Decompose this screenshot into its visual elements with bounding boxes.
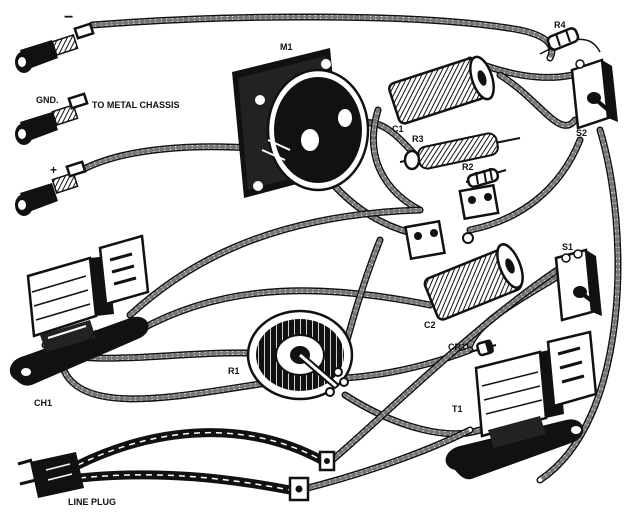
line-plug (17, 452, 84, 498)
wire-neg-to-r4 (88, 13, 556, 62)
label-line-plug: LINE PLUG (68, 497, 116, 507)
potentiometer-r1[interactable] (246, 309, 354, 401)
binding-post-ground[interactable] (15, 92, 89, 145)
transformer-t1 (445, 330, 598, 480)
wire-lug-to-t1 (296, 426, 474, 494)
component-labels: − GND. TO METAL CHASSIS + M1 C1 R3 R2 R4… (34, 9, 587, 507)
line-cord (73, 428, 330, 497)
label-s1: S1 (562, 242, 573, 252)
wire-s2-down-right (536, 126, 622, 484)
diode-cr1 (469, 339, 497, 357)
wire-c1-to-s2 (496, 71, 579, 129)
label-t1: T1 (452, 404, 463, 414)
capacitor-c2 (423, 243, 524, 321)
binding-post-negative[interactable] (15, 22, 95, 73)
wire-cr1-to-r1 (341, 346, 474, 382)
label-negative: − (64, 9, 73, 26)
label-r3: R3 (412, 134, 424, 144)
wire-s2-to-s1 (466, 136, 584, 234)
wire-s1-to-plug-lug (326, 261, 569, 466)
terminal-strip-lower (404, 219, 474, 261)
label-gnd: GND. (36, 95, 59, 105)
label-m1: M1 (280, 42, 293, 52)
label-cr1: CR1 (448, 342, 466, 352)
resistor-r4 (539, 27, 601, 55)
resistor-r3 (399, 132, 521, 171)
terminal-strip-upper (458, 183, 500, 221)
label-r4: R4 (554, 20, 566, 30)
label-r2: R2 (462, 162, 474, 172)
wire-ch1-to-c2 (136, 287, 434, 334)
terminal-lug-lower (288, 450, 336, 502)
label-r1: R1 (228, 366, 240, 376)
wire-ch1-to-r1 (56, 346, 294, 403)
label-s2: S2 (576, 128, 587, 138)
switch-s2[interactable] (570, 58, 618, 130)
resistor-r2 (465, 167, 507, 188)
wire-ch1-to-terminal (126, 206, 424, 319)
label-c2: C2 (424, 320, 436, 330)
label-positive: + (50, 163, 57, 177)
switch-s1[interactable] (554, 248, 602, 322)
capacitor-c1 (388, 55, 495, 125)
wire-c1-loop (369, 106, 424, 214)
label-c1: C1 (392, 124, 404, 134)
binding-post-positive[interactable] (15, 160, 87, 216)
meter-m1 (232, 48, 370, 198)
label-to-metal-chassis: TO METAL CHASSIS (92, 100, 180, 110)
choke-ch1 (9, 234, 150, 386)
label-ch1: CH1 (34, 398, 52, 408)
